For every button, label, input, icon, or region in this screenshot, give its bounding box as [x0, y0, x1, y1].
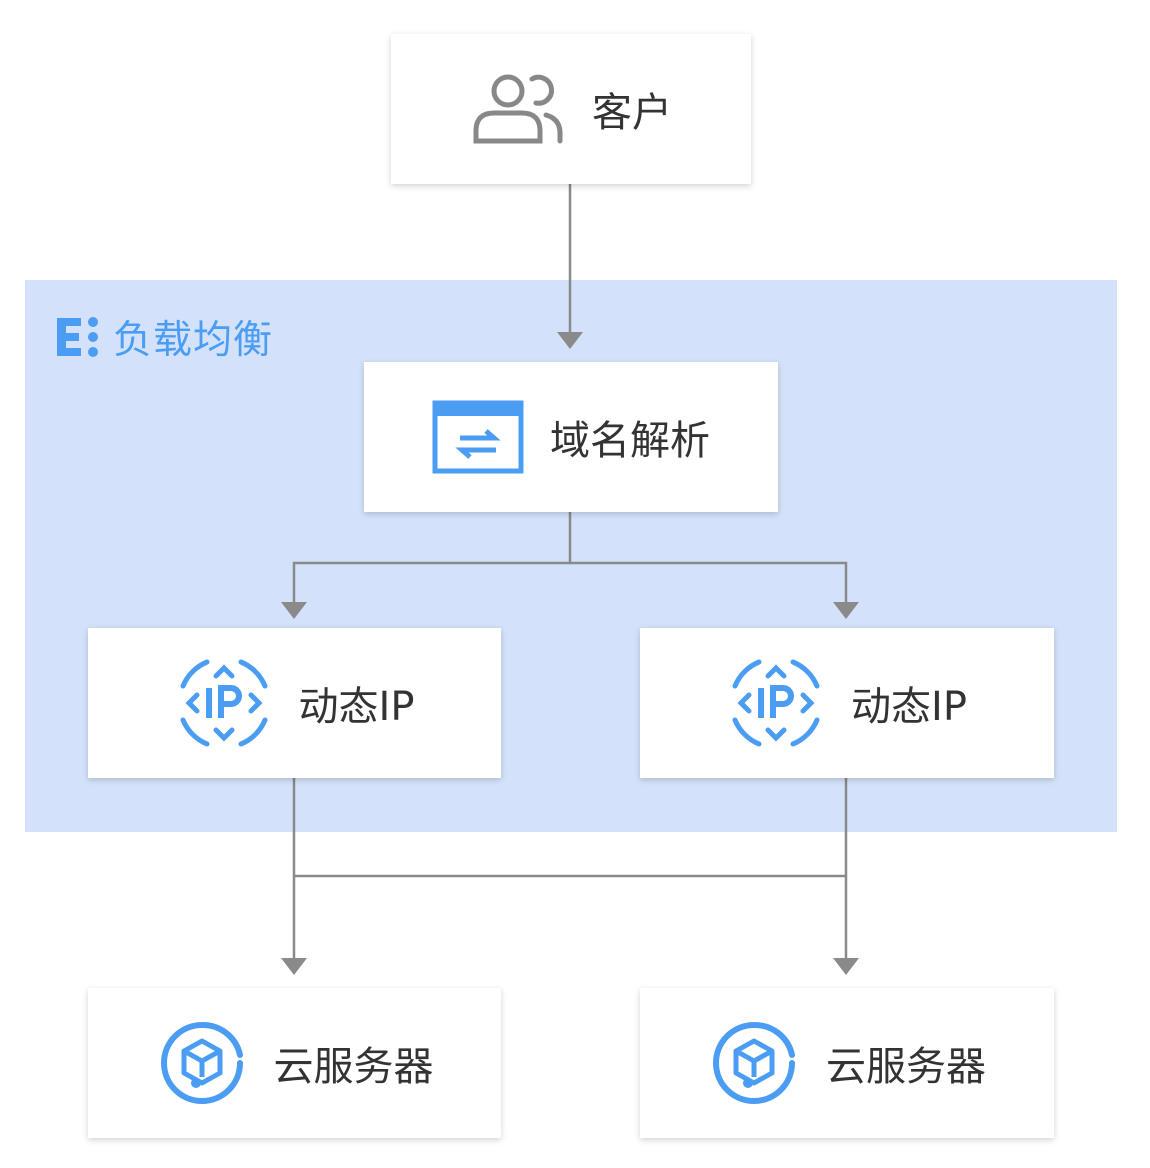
client-label: 客户	[592, 90, 672, 136]
load-balancer-icon	[55, 316, 101, 358]
ip-icon	[727, 654, 825, 752]
users-icon	[470, 71, 566, 147]
server-right-label: 云服务器	[826, 1044, 986, 1090]
ip-icon	[175, 654, 273, 752]
cloud-server-icon	[708, 1017, 800, 1109]
arrowhead-server-right	[833, 958, 859, 975]
dns-label: 域名解析	[550, 418, 710, 464]
server-node-left[interactable]: 云服务器	[88, 988, 501, 1138]
arrowhead-ip-left	[281, 602, 307, 619]
ip-right-label: 动态IP	[851, 684, 967, 730]
connector-dns-ip-right	[570, 561, 848, 603]
cloud-server-icon	[156, 1017, 248, 1109]
connector-dns-ips	[292, 512, 572, 603]
ip-left-label: 动态IP	[298, 684, 415, 730]
load-balancer-title: 负载均衡	[113, 318, 274, 363]
arrowhead-ip-right	[833, 602, 859, 619]
arrowhead-server-left	[281, 958, 307, 975]
dns-node[interactable]: 域名解析	[364, 362, 778, 512]
arrowhead-dns	[557, 332, 583, 349]
client-node[interactable]: 客户	[391, 34, 751, 184]
ip-node-left[interactable]: 动态IP	[88, 628, 501, 778]
dns-resolve-icon	[432, 400, 524, 474]
server-node-right[interactable]: 云服务器	[640, 988, 1054, 1138]
server-left-label: 云服务器	[273, 1044, 434, 1090]
load-balancer-zone-header: 负载均衡	[55, 312, 274, 363]
ip-node-right[interactable]: 动态IP	[640, 628, 1054, 778]
